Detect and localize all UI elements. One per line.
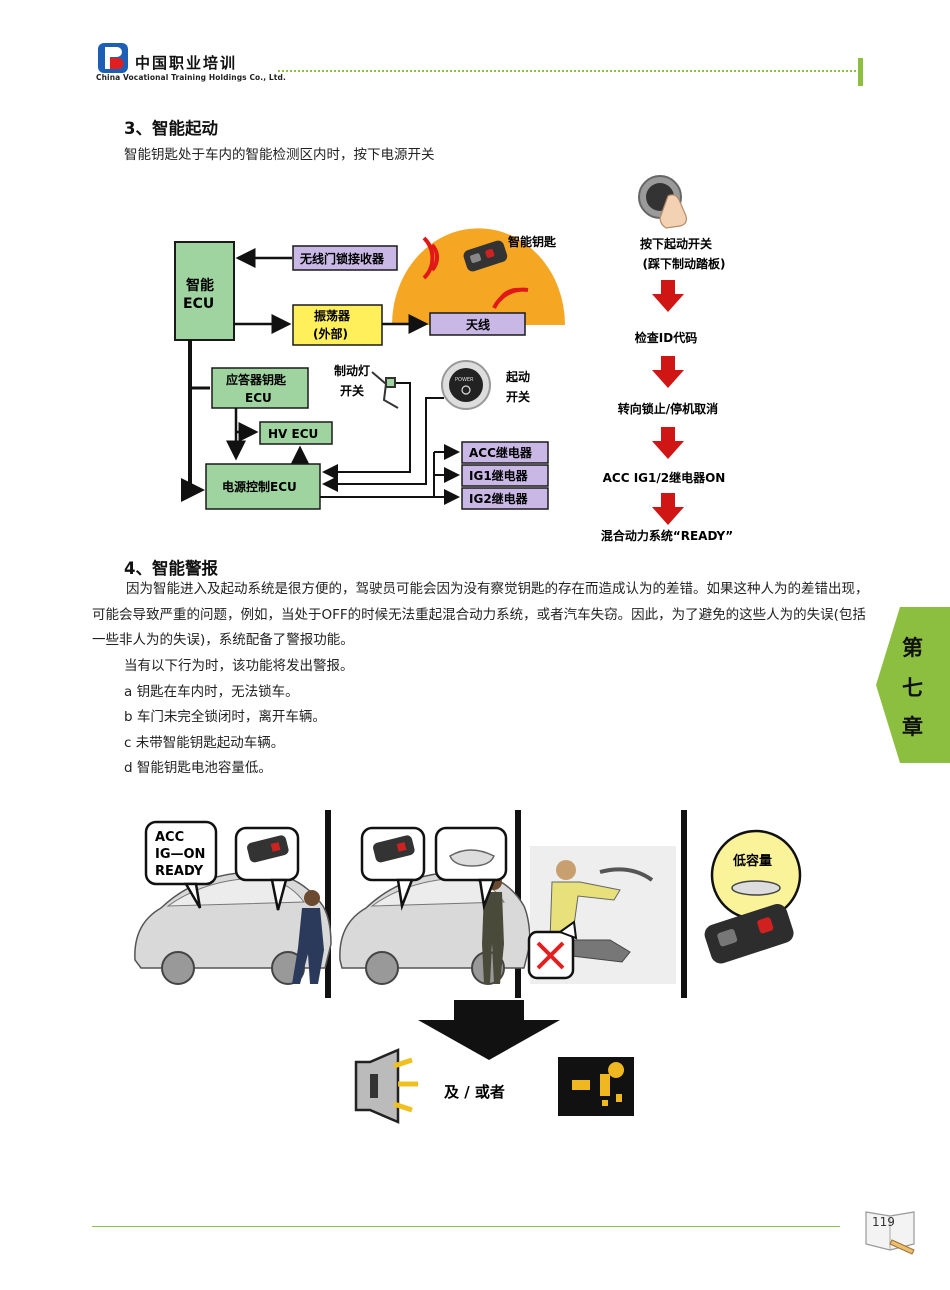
flow-step-2: 检查ID代码 <box>635 330 697 345</box>
low-battery-bubble: 低容量 <box>710 829 802 939</box>
smart-alarm-illustration: ACC IG—ON READY <box>134 810 802 1124</box>
antenna-box <box>429 312 526 336</box>
wireless-receiver-box <box>292 245 398 271</box>
chapter-tab <box>876 607 950 763</box>
smart-ecu-box <box>174 241 235 341</box>
cross-icon <box>536 941 565 970</box>
relay-acc-box <box>461 441 549 464</box>
label-start-switch-1: 起动 <box>505 369 530 384</box>
label-and-or: 及 / 或者 <box>444 1083 505 1101</box>
chapter-char-1: 第 <box>902 636 923 660</box>
transponder-ecu-box <box>211 367 309 409</box>
section4-intro: 当有以下行为时，该功能将发出警报。 <box>124 658 354 674</box>
logo-english-name: China Vocational Training Holdings Co., … <box>96 73 286 82</box>
label-brake-switch-1: 制动灯 <box>334 363 370 378</box>
buzzer-icon <box>354 1048 418 1124</box>
label-hv-ecu: HV ECU <box>268 427 318 441</box>
bubble1-line1: ACC <box>155 830 184 845</box>
relay-ig1-box <box>461 464 549 487</box>
label-brake-switch-2: 开关 <box>340 383 364 398</box>
chapter-char-2: 七 <box>902 676 923 700</box>
company-logo <box>98 43 128 73</box>
header-accent-bar <box>858 58 863 86</box>
section4-title: 4、智能警报 <box>124 559 218 578</box>
coin-battery-icon <box>731 880 781 896</box>
smart-ecu-label-2: ECU <box>183 296 214 312</box>
book-icon <box>865 1211 915 1255</box>
alarm-condition-d: d 智能钥匙电池容量低。 <box>124 760 272 776</box>
no-key-bubble <box>527 920 578 980</box>
flow-step-5: 混合动力系统“READY” <box>601 528 733 543</box>
svg-text:POWER: POWER <box>455 377 474 383</box>
label-relay-ig1: IG1继电器 <box>469 468 529 483</box>
key-warning-light-icon <box>558 1057 634 1116</box>
flow-step-1: 按下起动开关 <box>640 236 712 251</box>
person-icon-1 <box>292 890 324 984</box>
label-oscillator-1: 振荡器 <box>314 308 351 323</box>
key-bubble-1 <box>234 826 300 911</box>
label-oscillator-2: (外部) <box>313 326 348 341</box>
logo-chinese-name: 中国职业培训 <box>135 54 238 72</box>
bubble1-line3: READY <box>155 864 204 879</box>
flow-step-3: 转向锁止/停机取消 <box>618 401 718 416</box>
key-bubble-2 <box>360 826 426 911</box>
bubble1-line2: IG—ON <box>155 847 205 862</box>
label-transponder-2: ECU <box>245 391 272 405</box>
smart-ecu-label-1: 智能 <box>185 277 214 294</box>
chapter-char-3: 章 <box>902 715 923 739</box>
label-antenna: 天线 <box>466 317 490 332</box>
smart-key-icon <box>463 240 508 272</box>
flow-arrow-2 <box>652 356 684 388</box>
oscillator-box <box>292 304 383 346</box>
label-smart-key: 智能钥匙 <box>507 234 557 249</box>
flow-arrow-4 <box>652 493 684 525</box>
label-relay-ig2: IG2继电器 <box>469 491 529 506</box>
brake-pedal-icon <box>371 371 399 409</box>
finger-press-button-icon <box>638 175 687 229</box>
power-button-icon: POWER <box>441 360 491 410</box>
section4-paragraph: 因为智能进入及起动系统是很方便的，驾驶员可能会因为没有察觉钥匙的存在而造成认为的… <box>92 581 869 648</box>
section3-title: 3、智能起动 <box>124 119 218 138</box>
speech-bubble-1: ACC IG—ON READY <box>144 820 218 909</box>
flow-step-1-note: (踩下制动踏板) <box>643 256 726 271</box>
section3-text: 智能钥匙处于车内的智能检测区内时，按下电源开关 <box>124 147 435 163</box>
flow-arrow-1 <box>652 280 684 312</box>
result-arrow <box>418 1000 560 1060</box>
wireless-signal-icon <box>422 236 529 309</box>
power-control-ecu-box <box>205 463 321 510</box>
page-number: 119 <box>872 1215 895 1229</box>
hv-ecu-box <box>259 421 333 445</box>
label-relay-acc: ACC继电器 <box>469 445 533 460</box>
footer-rule <box>92 1226 840 1227</box>
header-dotted-rule <box>278 70 856 72</box>
door-handle-bubble <box>434 826 508 911</box>
flow-arrow-3 <box>652 427 684 459</box>
flow-step-4: ACC IG1/2继电器ON <box>603 470 726 485</box>
label-power-ecu: 电源控制ECU <box>222 479 297 494</box>
smart-key-icon-large <box>704 904 794 964</box>
smart-start-diagram: 智能钥匙 智能 ECU 无线门锁接收器 振荡器 (外部) 天线 应答器钥匙 EC… <box>174 175 733 543</box>
alarm-condition-a: a 钥匙在车内时，无法锁车。 <box>124 684 299 700</box>
label-low-battery: 低容量 <box>732 853 772 869</box>
alarm-condition-c: c 未带智能钥匙起动车辆。 <box>124 735 285 751</box>
label-wireless-receiver: 无线门锁接收器 <box>299 251 385 266</box>
alarm-condition-b: b 车门未完全锁闭时，离开车辆。 <box>124 709 326 725</box>
label-transponder-1: 应答器钥匙 <box>226 372 287 387</box>
relay-ig2-box <box>461 487 549 510</box>
label-start-switch-2: 开关 <box>506 389 530 404</box>
